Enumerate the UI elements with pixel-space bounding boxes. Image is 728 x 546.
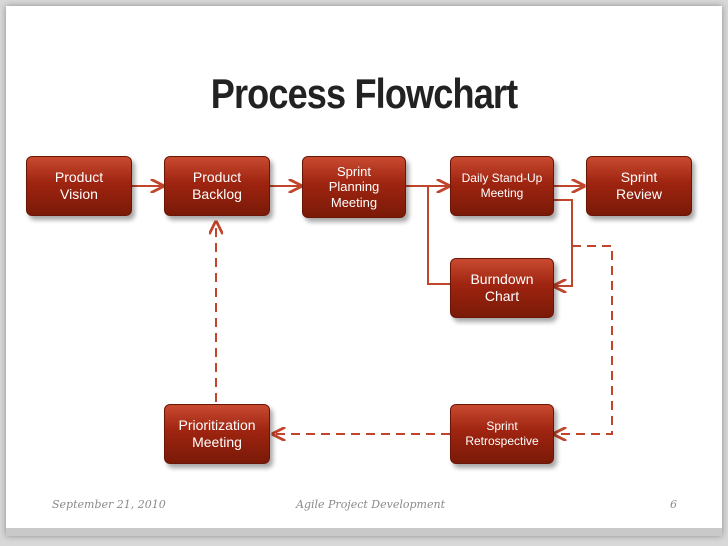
node-sprint-planning-meeting: Sprint Planning Meeting [302,156,406,218]
node-label: Product Vision [54,168,104,203]
node-product-vision: Product Vision [26,156,132,216]
flow-connectors [132,6,613,536]
node-daily-standup-meeting: Daily Stand-Up Meeting [450,156,554,216]
node-label: Sprint Review [616,168,662,203]
node-sprint-review: Sprint Review [586,156,692,216]
node-label: Product Backlog [192,168,242,203]
page-title: Process Flowchart [210,70,518,117]
node-label: Sprint Retrospective [465,419,539,448]
footer-page-number: 6 [670,498,677,511]
arrow-standup-to-burndown [554,199,573,286]
node-label: Burndown Chart [470,270,534,305]
node-label: Sprint Planning Meeting [328,163,380,210]
arrow-review-to-retrospective [554,245,613,434]
arrow-burndown-to-standup [427,186,450,285]
slide: Process Flowchart Product Vision P [6,6,722,536]
node-label: Daily Stand-Up Meeting [461,171,543,200]
slide-bottom-bar [6,528,722,536]
node-product-backlog: Product Backlog [164,156,270,216]
node-label: Prioritization Meeting [178,416,256,451]
footer-date: September 21, 2010 [52,498,166,511]
footer-course: Agile Project Development [296,498,445,511]
node-sprint-retrospective: Sprint Retrospective [450,404,554,464]
node-prioritization-meeting: Prioritization Meeting [164,404,270,464]
node-burndown-chart: Burndown Chart [450,258,554,318]
